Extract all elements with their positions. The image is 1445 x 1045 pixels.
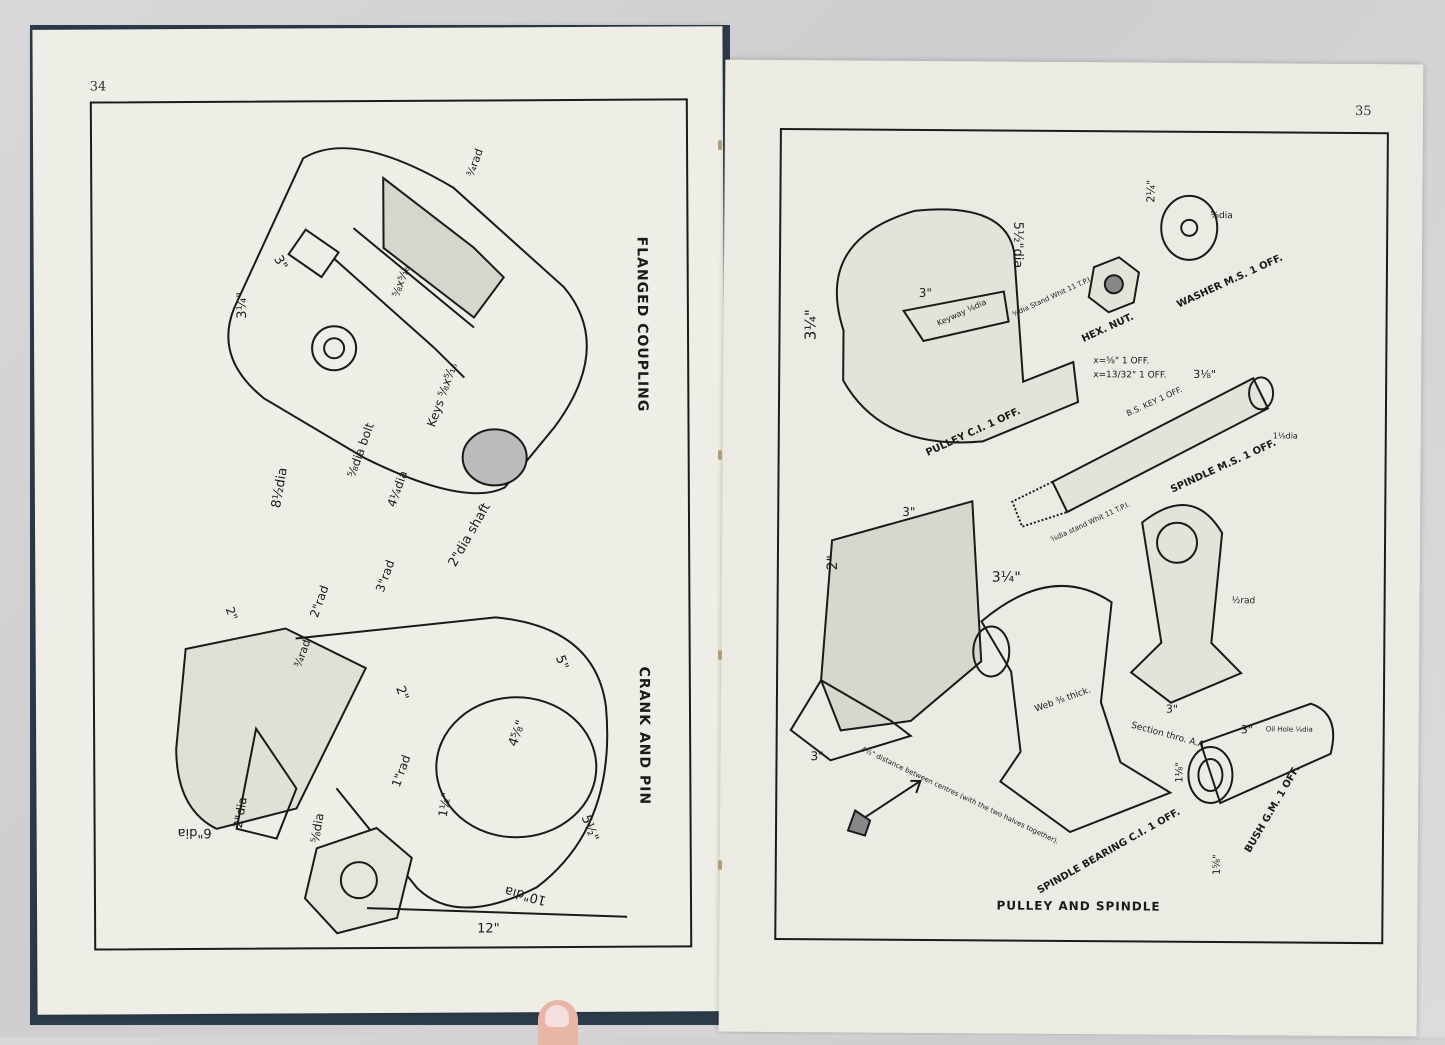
part-label-spindle-bearing: SPINDLE BEARING C.I. 1 OFF. bbox=[1036, 807, 1183, 897]
dimension-label: ⅝dia stand Whit 11 T.P.I. bbox=[1050, 501, 1132, 544]
binding-stitch bbox=[718, 860, 722, 870]
dimension-label: 8½dia bbox=[269, 467, 291, 510]
dimension-label: ⅝dia Stand Whit 11 T.P.I. bbox=[1011, 275, 1093, 318]
dimension-label: 3" bbox=[902, 505, 915, 519]
part-label-hex-nut: HEX. NUT. bbox=[1080, 312, 1135, 345]
dimension-label: 3¼" bbox=[992, 569, 1021, 585]
pulley-and-spindle-drawing: PULLEY AND SPINDLE PULLEY C.I. 1 OFF. 5½… bbox=[789, 180, 1335, 914]
dimension-label: B.S. KEY 1 OFF. bbox=[1125, 385, 1184, 418]
dimension-label: ⅝dia bbox=[308, 812, 327, 844]
dimension-label: ⅝dia bbox=[1210, 211, 1233, 221]
dimension-label: 2" bbox=[223, 605, 241, 622]
dimension-label: 3" bbox=[810, 749, 823, 763]
flanged-coupling-drawing: FLANGED COUPLING 3" 3¼" ⅝dia bolt 4¼dia … bbox=[227, 147, 651, 570]
dimension-label: 5" bbox=[552, 653, 571, 672]
dimension-label: 3¼" bbox=[801, 309, 819, 340]
dimension-label: 2" bbox=[392, 684, 411, 703]
dimension-label: 3" bbox=[1241, 723, 1253, 736]
dimension-label: 12" bbox=[477, 921, 500, 936]
left-page: 34 FLANGED COUPLING 3" 3¼" ⅝dia bolt 4¼d… bbox=[32, 26, 728, 1015]
dimension-label: 3"rad bbox=[373, 558, 397, 594]
dimension-label: 1½" bbox=[436, 791, 454, 818]
dimension-label: 2" bbox=[825, 555, 841, 570]
dimension-label: ½rad bbox=[1232, 596, 1256, 606]
quantity-label: x=13/32" 1 OFF. bbox=[1093, 370, 1166, 381]
dimension-label: 2"rad bbox=[307, 583, 331, 619]
dimension-label: 4⅝" bbox=[506, 718, 529, 748]
sheet-title: PULLEY AND SPINDLE bbox=[996, 898, 1160, 913]
dimension-label: 10"dia bbox=[503, 883, 548, 908]
dimension-label: 6"dia bbox=[177, 825, 211, 840]
part-label-section: Section thro. A.A. bbox=[1130, 721, 1208, 751]
dimension-label: 5½"dia bbox=[1010, 222, 1025, 269]
dimension-label: 3" bbox=[919, 286, 932, 300]
quantity-label: x=⅝" 1 OFF. bbox=[1093, 356, 1149, 366]
dimension-label: 3" bbox=[1166, 703, 1178, 716]
part-label-bush: BUSH G.M. 1 OFF. bbox=[1243, 764, 1303, 855]
dimension-label: 1"rad bbox=[389, 753, 413, 789]
binding-stitch bbox=[718, 140, 722, 150]
dimension-label: Web ⅜ thick. bbox=[1034, 685, 1093, 714]
dimension-label: 3⅛" bbox=[1193, 368, 1216, 381]
dimension-label: 2¼" bbox=[1144, 180, 1157, 203]
dimension-label: 1⅝" bbox=[1212, 854, 1223, 875]
crank-and-pin-drawing: CRANK AND PIN 2" 2"rad 3"rad 2" 5" 4⅝" 5… bbox=[175, 558, 653, 936]
part-label-washer: WASHER M.S. 1 OFF. bbox=[1175, 253, 1284, 311]
dimension-label: Oil Hole ⅛dia bbox=[1266, 725, 1313, 733]
binding-stitch bbox=[718, 450, 722, 460]
annotation-note: 4½" distance between centres (with the t… bbox=[860, 745, 1060, 846]
figure-title-crank-and-pin: CRANK AND PIN bbox=[636, 667, 653, 806]
dimension-label: 1⅛" bbox=[1174, 762, 1185, 783]
figure-title-flanged-coupling: FLANGED COUPLING bbox=[634, 237, 651, 413]
right-page: 35 PULLEY AND SPINDLE PULLEY C.I. 1 OFF.… bbox=[718, 59, 1424, 1037]
dimension-label: 2"dia bbox=[231, 796, 250, 829]
dimension-label: 1⅛dia bbox=[1273, 431, 1298, 440]
fingernail bbox=[545, 1005, 569, 1027]
dimension-label: 3" bbox=[270, 253, 290, 273]
binding-stitch bbox=[718, 650, 722, 660]
dimension-label: 3¼" bbox=[235, 292, 250, 319]
